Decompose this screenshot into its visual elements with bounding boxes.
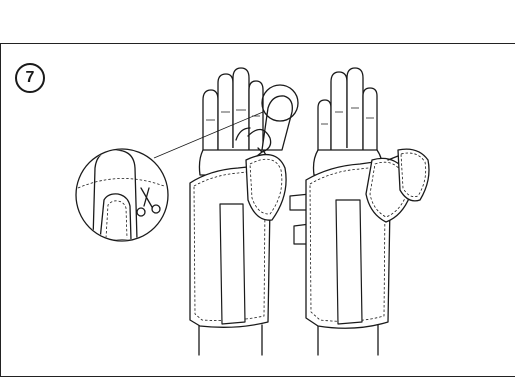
- right-finger-middle: [347, 68, 363, 150]
- right-brace-strap: [336, 200, 362, 324]
- left-hand-with-brace: [154, 68, 298, 355]
- left-finger-middle: [233, 68, 249, 150]
- right-finger-ring: [331, 72, 347, 150]
- left-finger-index: [249, 81, 263, 150]
- thumb-detail-callout: [76, 149, 168, 241]
- right-thumb-piece: [398, 149, 429, 201]
- left-thumb: [262, 96, 292, 150]
- right-finger-index: [363, 88, 377, 152]
- left-brace-strap: [220, 204, 245, 324]
- scissors-icon: [137, 188, 160, 216]
- right-hand-with-brace: [290, 68, 429, 355]
